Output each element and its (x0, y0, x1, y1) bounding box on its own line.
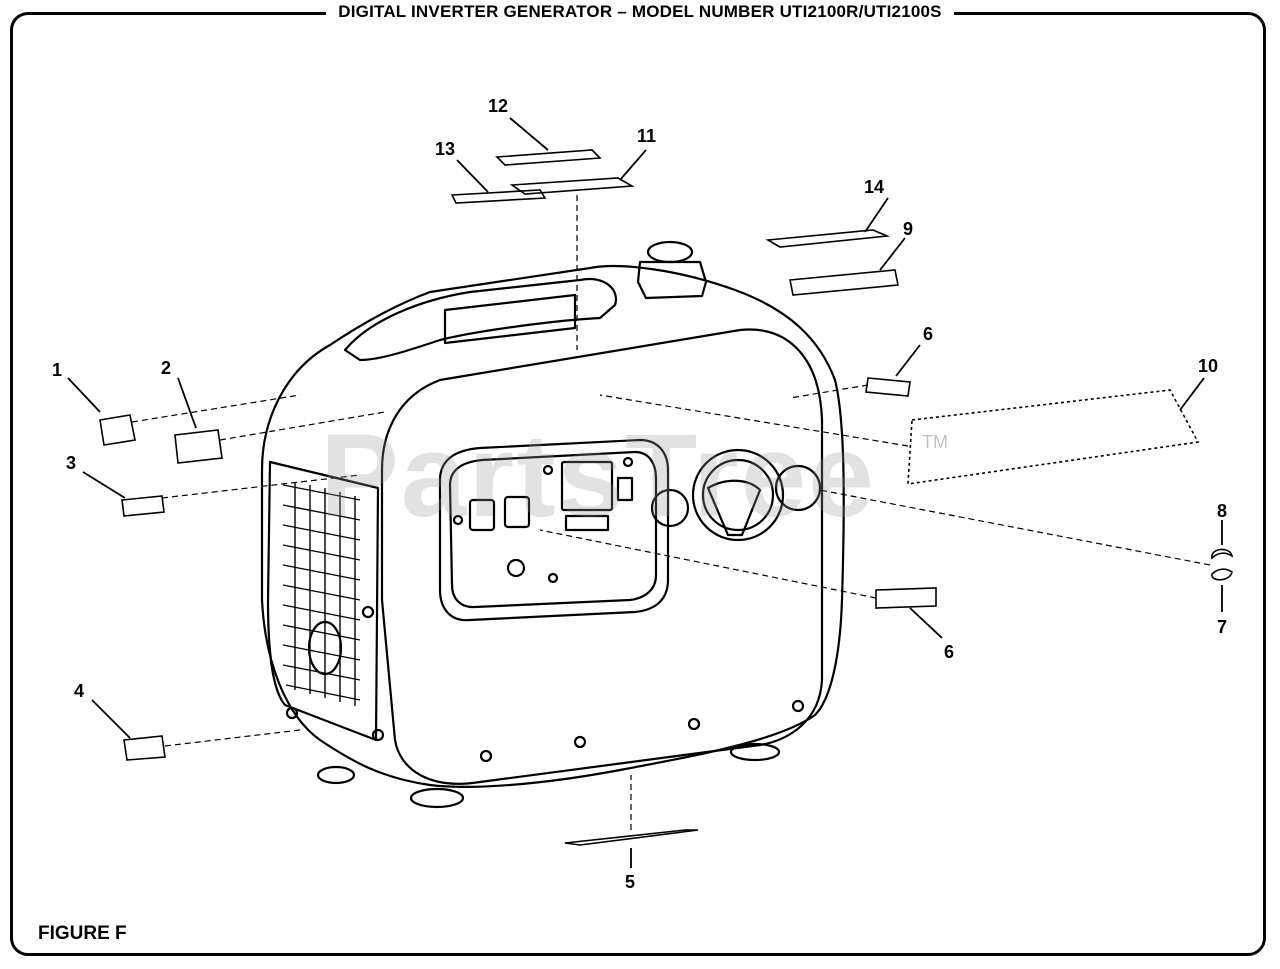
handle-slot (443, 293, 577, 345)
decal-3 (121, 495, 165, 517)
decal-2 (174, 429, 223, 464)
callout-leader-14 (864, 197, 889, 233)
callout-leader-11 (619, 149, 647, 181)
decal-6-bottom (875, 587, 937, 609)
outlet-left (468, 498, 496, 532)
callout-3: 3 (66, 453, 76, 473)
control-panel-inner (448, 450, 658, 609)
fuel-cap-top (646, 240, 694, 264)
callout-6-bottom: 6 (944, 642, 954, 662)
leader-dash-10 (599, 394, 909, 447)
foot-front-left (409, 787, 465, 809)
callout-12: 12 (488, 96, 508, 116)
leader-dash-6b (539, 529, 877, 599)
callout-10: 10 (1198, 356, 1218, 376)
decal-5 (564, 829, 699, 846)
callout-leader-12 (509, 117, 549, 151)
callout-11: 11 (637, 126, 656, 146)
leader-dash-1 (131, 394, 301, 423)
carry-handle (343, 277, 618, 362)
callout-2: 2 (161, 358, 171, 378)
callout-leader-6b (909, 607, 943, 639)
decal-13 (450, 189, 547, 204)
dc-outlet (506, 558, 526, 578)
generator-body-outline (260, 264, 845, 788)
callout-6-top: 6 (923, 324, 933, 344)
callout-1: 1 (52, 360, 62, 380)
decal-10 (907, 389, 1200, 485)
indicator-panel (560, 460, 614, 512)
figure-label: FIGURE F (38, 923, 127, 944)
callout-leader-13 (456, 159, 489, 193)
decal-12 (495, 149, 602, 166)
grille-mesh (282, 482, 361, 706)
fuel-cap (636, 260, 708, 300)
leader-dash-6a (789, 384, 869, 399)
leader-dash-78 (819, 489, 1211, 566)
callout-leader-4 (91, 699, 131, 739)
choke-knob (774, 464, 822, 512)
body-screw (573, 735, 587, 749)
body-screw (791, 699, 805, 713)
panel-screw (622, 456, 634, 468)
control-panel-outline (438, 438, 670, 622)
side-panel-outline (380, 328, 824, 785)
body-screw (361, 605, 375, 619)
decal-14 (765, 229, 891, 248)
body-screw (687, 717, 701, 731)
body-screw (285, 706, 299, 720)
callout-leader-9 (879, 237, 906, 271)
callout-7: 7 (1217, 617, 1227, 637)
panel-screw (547, 572, 559, 584)
callout-leader-6a (895, 344, 921, 377)
panel-screw (452, 514, 464, 526)
fuel-gauge-pointer (706, 479, 762, 537)
panel-screw (542, 464, 554, 476)
o-ring-8 (1211, 548, 1234, 560)
leader-dash-2 (219, 411, 386, 441)
foot-rear-left (316, 765, 356, 785)
indicator-switch (616, 476, 634, 502)
o-ring-7 (1211, 568, 1233, 581)
decal-9 (789, 269, 899, 296)
callout-13: 13 (435, 139, 455, 159)
decal-4 (123, 735, 166, 761)
callout-leader-2 (177, 377, 197, 429)
callout-leader-1 (67, 377, 101, 413)
reset-button (650, 488, 690, 528)
callout-leader-3 (82, 471, 126, 499)
leader-dash-4 (164, 729, 301, 747)
callout-8: 8 (1217, 501, 1227, 521)
decal-1 (99, 414, 136, 446)
decal-11 (509, 177, 635, 195)
callout-5: 5 (625, 872, 635, 892)
body-screw (371, 728, 385, 742)
callout-leader-10 (1179, 377, 1205, 411)
outlet-right (503, 495, 531, 529)
callout-14: 14 (864, 177, 884, 197)
foot-front-right (729, 742, 781, 762)
callout-4: 4 (74, 681, 84, 701)
callout-9: 9 (903, 219, 913, 239)
indicator-strip (564, 514, 610, 532)
front-grille-frame (266, 460, 380, 742)
fuel-gauge-window (701, 458, 775, 532)
leader-dash-3 (161, 474, 361, 499)
decal-6-top (865, 377, 911, 397)
body-screw (479, 749, 493, 763)
fuel-gauge-bezel (691, 448, 785, 542)
